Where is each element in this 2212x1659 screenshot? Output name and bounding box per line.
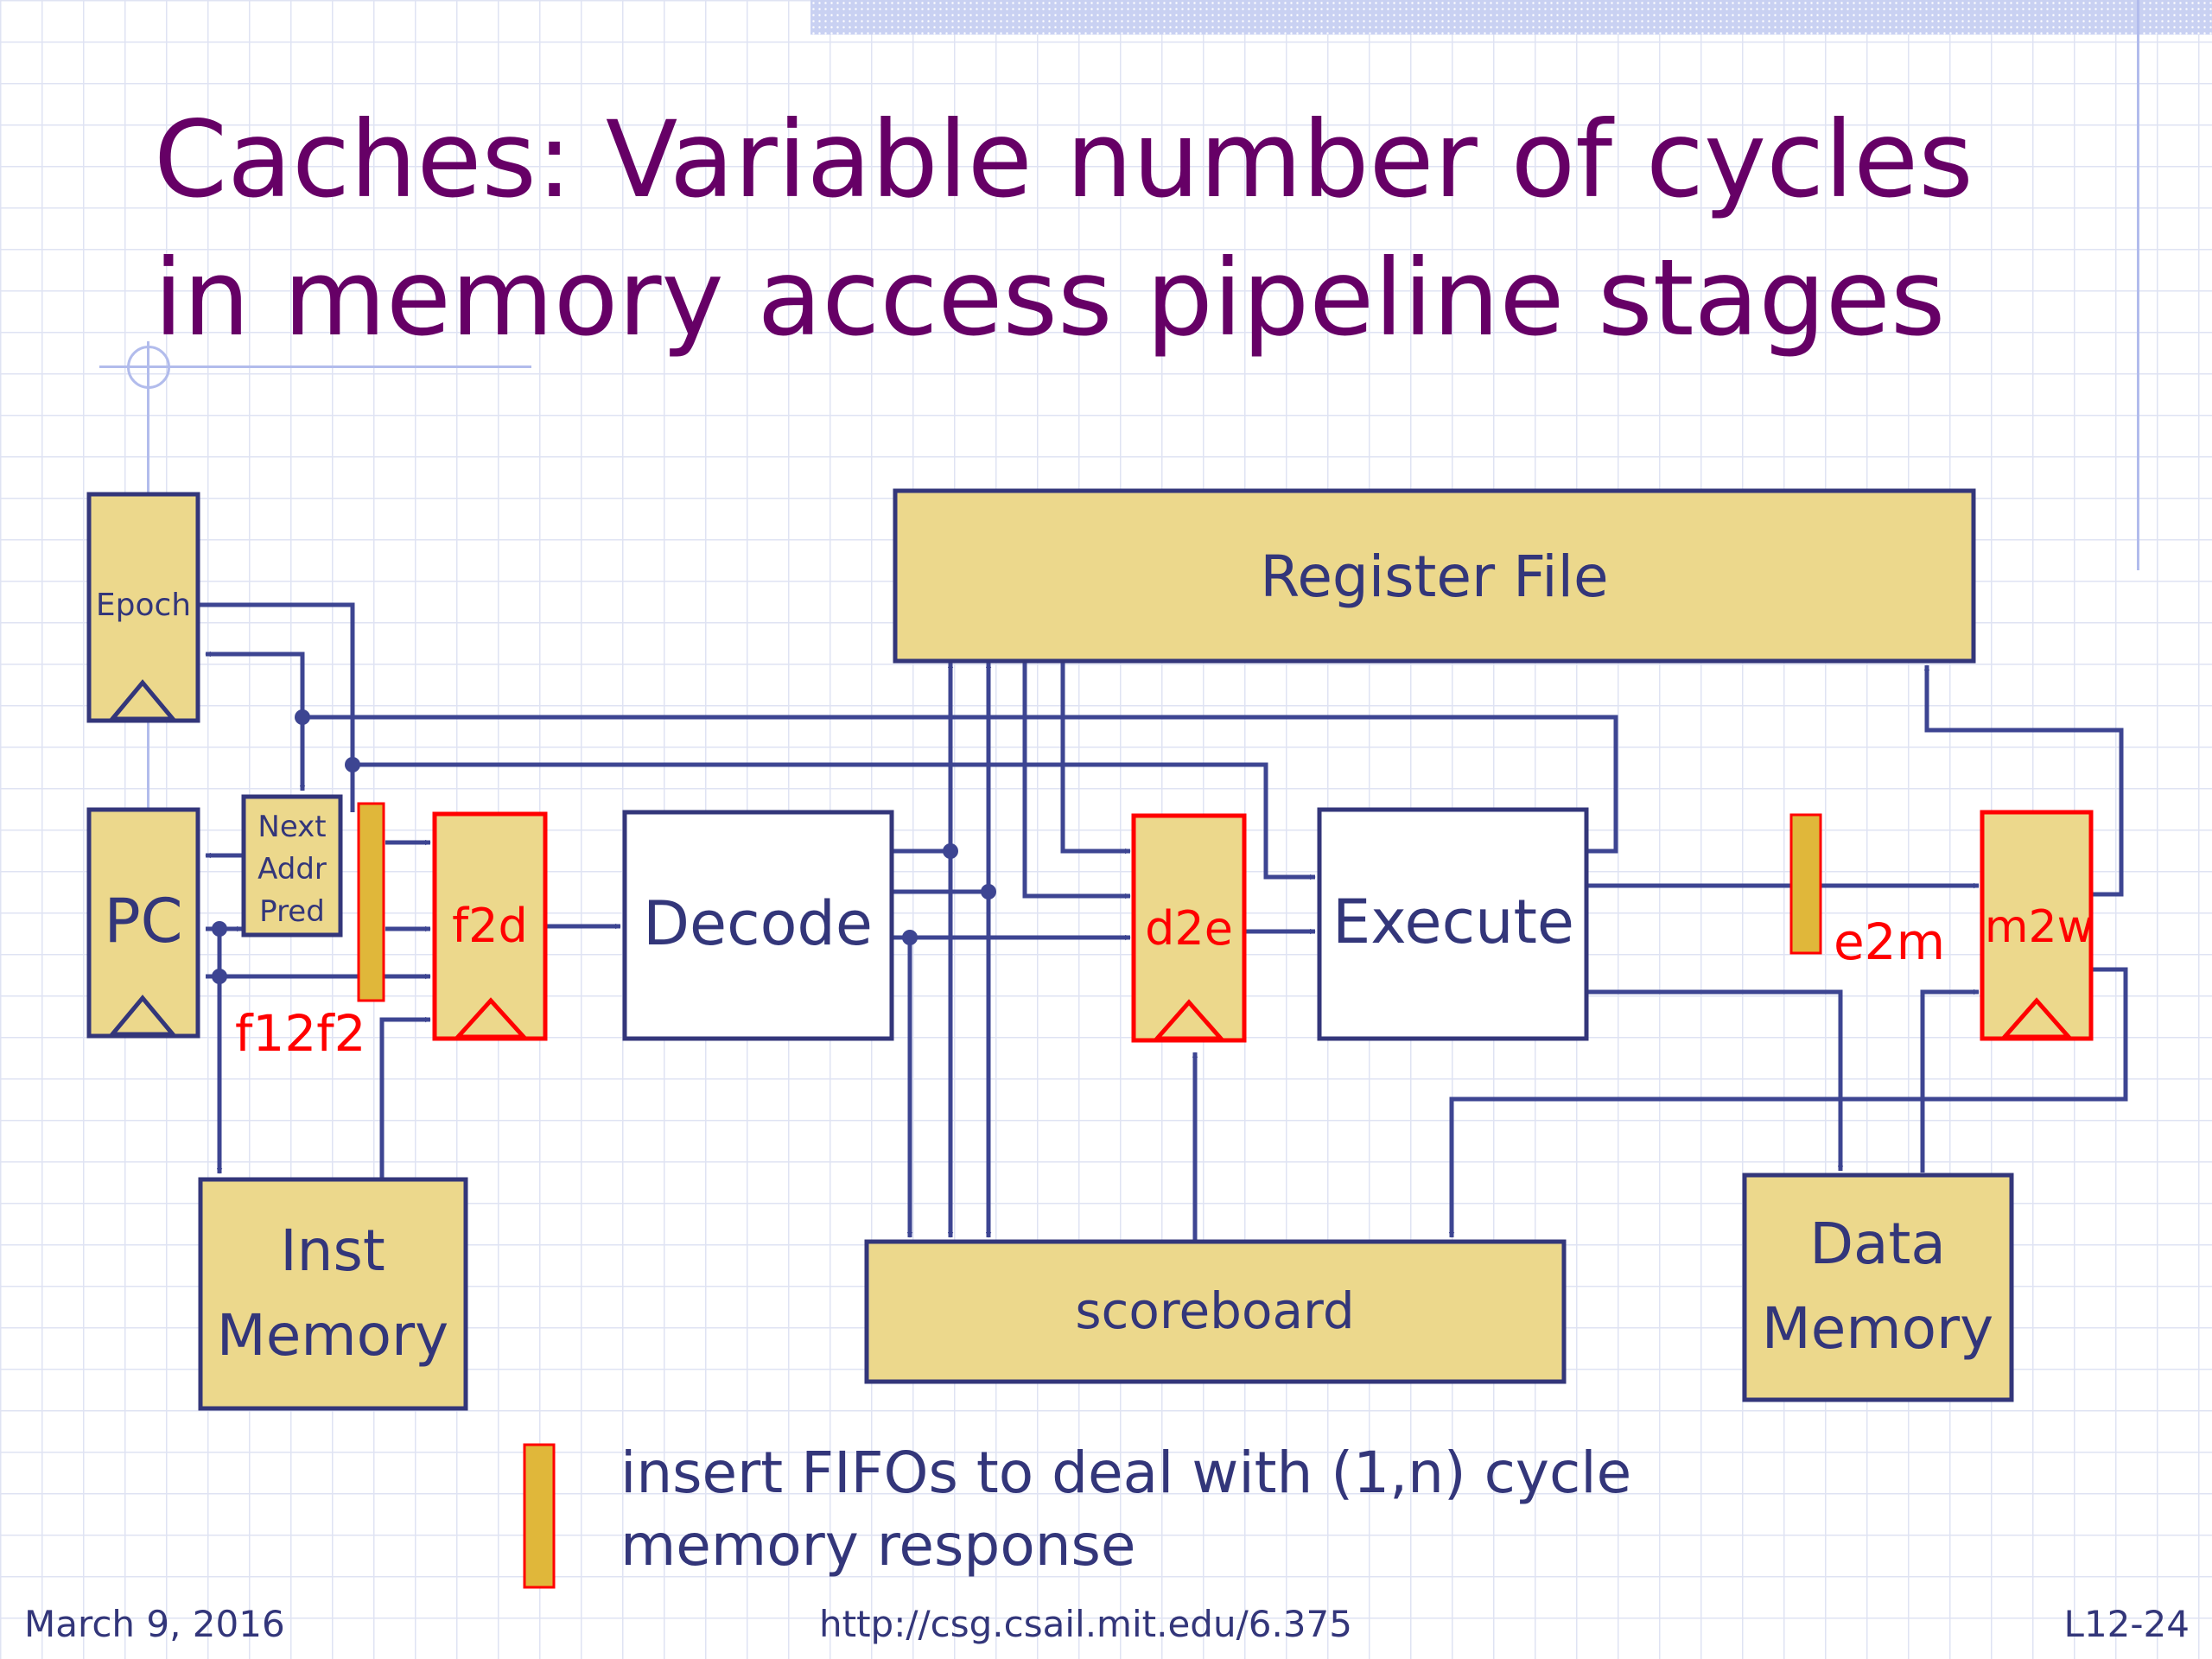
epoch-clock-triangle [107,679,178,721]
m2w-label: m2w [1985,901,2094,953]
data-memory-box [1742,1173,2014,1402]
execute-box [1317,807,1589,1041]
e2m-label: e2m [1834,912,1945,971]
wire-m2w-to-rf [1923,664,2124,897]
next-addr-pred: Next Addr Pred [241,794,343,938]
data-memory-label-1: Data [1809,1211,1946,1277]
m2w-clock-triangle [1999,997,2074,1039]
execute-stage: Execute [1317,807,1589,1041]
wire-decode-to-rf-2 [892,662,992,894]
m2w-fifo: m2w [1980,810,2094,1041]
e2m-fifo: e2m [1789,813,1945,971]
inst-memory: Inst Memory [198,1177,468,1411]
epoch-register: Epoch [86,492,200,723]
decode-box [622,810,894,1041]
scoreboard: scoreboard [864,1239,1567,1384]
execute-label: Execute [1332,887,1574,957]
d2e-clock-triangle [1152,999,1226,1041]
data-memory: Data Memory [1742,1173,2014,1402]
junction-dot [212,921,227,937]
epoch-label: Epoch [96,588,191,623]
wire-epoch-to-execute [353,762,1316,880]
legend-line-2: memory response [620,1512,1136,1579]
d2e-label: d2e [1145,901,1233,956]
inst-memory-label-1: Inst [280,1217,385,1284]
pc-label: PC [104,886,182,957]
f2d-fifo: f2d [432,811,548,1041]
wire-decode-to-rf-1 [892,662,954,854]
scoreboard-label: scoreboard [1075,1281,1354,1340]
top-decorative-band [810,0,2212,35]
wire-m2w-to-sb [1448,967,2128,1238]
f2d-label: f2d [452,899,528,953]
junction-dot [295,709,310,725]
junction-dot [212,969,227,984]
wire-dmem-to-m2w [1920,988,1980,1173]
wire-imem-to-f2d [379,1016,431,1179]
f12f2-fifo: f12f2 [235,802,385,1063]
wire-rf-to-d2e-1 [1022,663,1131,899]
f12f2-bar [357,802,385,1002]
legend-text: insert FIFOs to deal with (1,n) cycle me… [620,1437,2003,1582]
nap-label-3: Pred [259,894,325,929]
register-file-box [893,488,1976,664]
e2m-bar [1789,813,1822,955]
pc-clock-triangle [107,995,178,1037]
junction-dot [981,884,996,899]
register-file-label: Register File [1260,543,1608,610]
decode-stage: Decode [622,810,894,1041]
wire-epoch-to-f12f2 [197,602,355,812]
slide-title: Caches: Variable number of cycles in mem… [154,91,2141,367]
pc-register: PC [86,807,200,1039]
junction-dot [902,930,918,945]
nap-label-1: Next [257,810,326,844]
wire-rf-to-d2e-2 [1060,663,1131,855]
title-ring-ornament [127,346,170,389]
wire-junctions [212,709,996,984]
legend-fifo-swatch [523,1443,556,1589]
nap-box [241,794,343,938]
footer-date: March 9, 2016 [24,1603,285,1645]
inst-memory-box [198,1177,468,1411]
footer-url: http://csg.csail.mit.edu/6.375 [819,1603,1352,1645]
footer-slide-number: L12-24 [2063,1603,2190,1645]
junction-dot [345,757,360,772]
decode-label: Decode [643,888,873,959]
nap-label-2: Addr [257,852,327,887]
register-file: Register File [893,488,1976,664]
title-line-1: Caches: Variable number of cycles [154,99,1974,221]
title-line-2: in memory access pipeline stages [154,237,1946,359]
wire-execute-to-dmem [1586,989,1844,1172]
legend-line-1: insert FIFOs to deal with (1,n) cycle [620,1440,1632,1506]
inst-memory-label-2: Memory [217,1302,448,1369]
junction-dot [943,843,958,859]
title-horizontal-rule [99,365,531,368]
f12f2-label: f12f2 [235,1004,366,1063]
right-decorative-rule [2137,0,2139,570]
scoreboard-box [864,1239,1567,1384]
wire-feedback-to-epoch [205,651,305,717]
d2e-fifo: d2e [1131,813,1247,1043]
wire-epoch-bus [302,715,1618,854]
data-memory-label-2: Memory [1762,1295,1993,1362]
f2d-clock-triangle [453,997,529,1039]
